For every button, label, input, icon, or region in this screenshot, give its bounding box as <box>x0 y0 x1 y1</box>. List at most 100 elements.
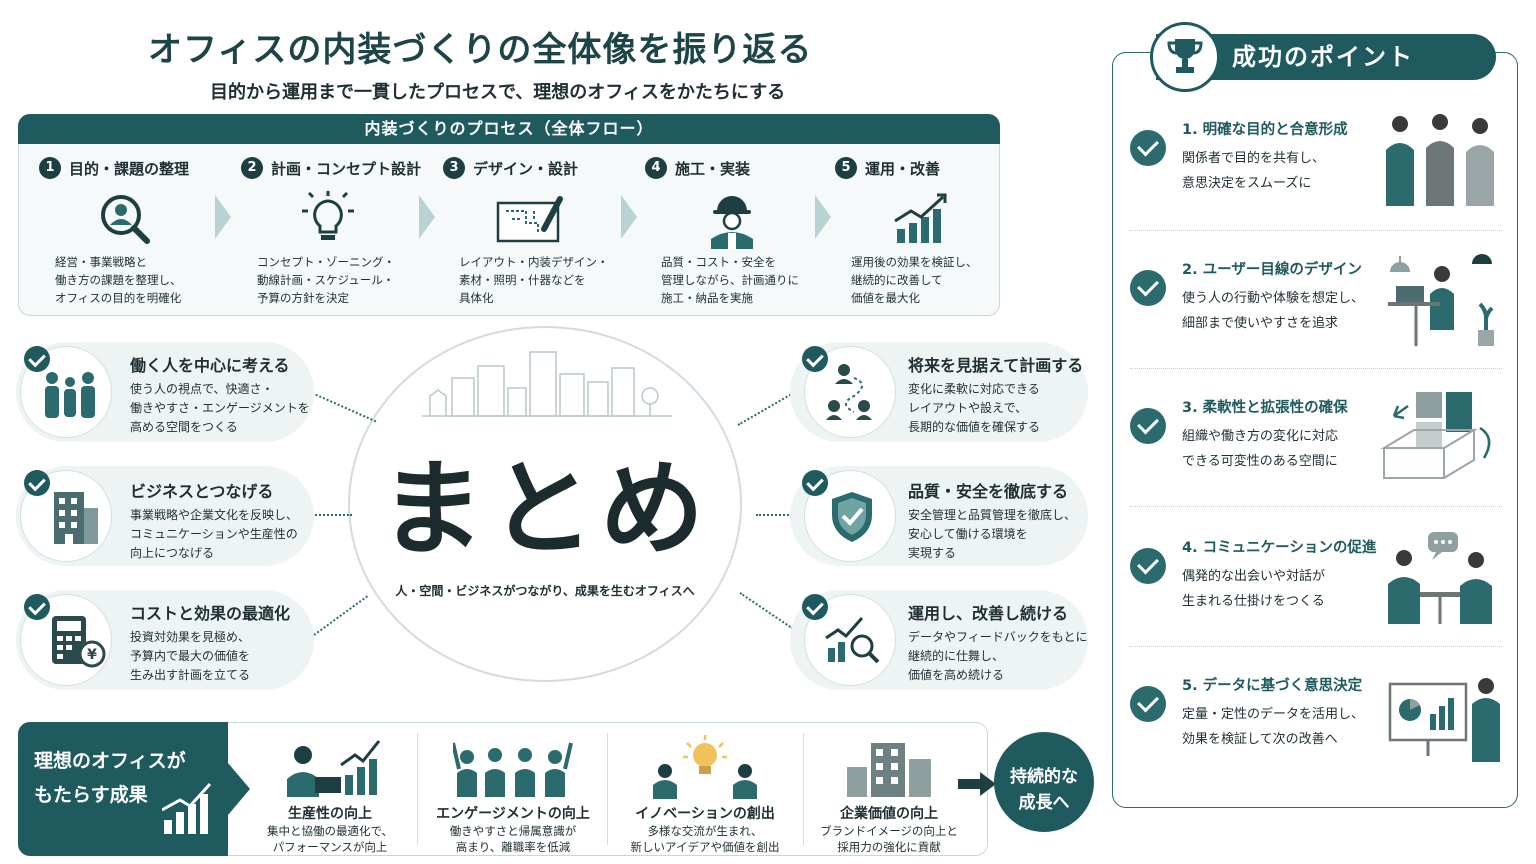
step-arrow <box>419 195 435 239</box>
step-title: 目的・課題の整理 <box>69 159 190 178</box>
success-point-4: 4. コミュニケーションの促進 偶発的な出会いや対話が 生まれる仕掛けをつくる <box>1130 528 1504 654</box>
svg-text:¥: ¥ <box>87 647 97 663</box>
connector-line <box>313 595 368 636</box>
divider <box>1130 230 1502 231</box>
check-icon <box>24 346 50 372</box>
result-title: 企業価値の向上 <box>840 806 938 822</box>
conversation-icon <box>1388 532 1492 624</box>
page-subtitle: 目的から運用まで一貫したプロセスで、理想のオフィスをかたちにする <box>210 82 786 103</box>
success-point-3: 3. 柔軟性と拡張性の確保 組織や働き方の変化に対応 できる可変性のある空間に <box>1130 388 1504 514</box>
step-arrow <box>815 195 831 239</box>
step-arrow <box>621 195 637 239</box>
point-title: 2. ユーザー目線のデザイン <box>1182 262 1362 278</box>
summary-card-people: 働く人を中心に考える 使う人の視点で、快適さ・ 働きやすさ・エンゲージメントを … <box>16 342 314 442</box>
divider <box>1130 368 1502 369</box>
success-point-2: 2. ユーザー目線のデザイン 使う人の行動や体験を想定し、 細部まで使いやすさを… <box>1130 250 1504 376</box>
result-innovation: イノベーションの創出 多様な交流が生まれ、 新しいアイデアや価値を創出 <box>615 731 795 855</box>
point-title: 4. コミュニケーションの促進 <box>1182 540 1377 556</box>
step-description: 運用後の効果を検証し、 継続的に改善して 価値を最大化 <box>851 255 978 305</box>
lightbulb-icon <box>302 191 354 240</box>
process-step-3: 3 デザイン・設計 レイアウト・内装デザイン・ 素材・照明・什器などを 具体化 <box>431 153 627 313</box>
step-title: 計画・コンセプト設計 <box>271 159 422 178</box>
result-description: ブランドイメージの向上と 採用力の強化に貢献 <box>820 824 958 854</box>
check-icon <box>802 594 828 620</box>
point-description: 偶発的な出会いや対話が 生まれる仕掛けをつくる <box>1182 569 1326 609</box>
worker-laptop-chart-icon <box>287 740 381 797</box>
point-title: 3. 柔軟性と拡張性の確保 <box>1182 400 1348 416</box>
person-desk-icon <box>1388 254 1494 346</box>
summary-center-circle: まとめ 人・空間・ビジネスがつながり、成果を生むオフィスへ <box>348 326 742 682</box>
city-skyline-icon <box>422 351 672 417</box>
check-icon <box>1130 130 1166 166</box>
step-title: 施工・実装 <box>675 159 751 178</box>
card-description: 事業戦略や企業文化を反映し、 コミュニケーションや生産性の 向上につなげる <box>130 508 299 560</box>
process-header: 内装づくりのプロセス（全体フロー） <box>18 114 1000 144</box>
card-title: 将来を見据えて計画する <box>908 356 1084 375</box>
cheering-team-icon <box>453 742 573 797</box>
summary-card-quality: 品質・安全を徹底する 安全管理と品質管理を徹底し、 安心して働ける環境を 実現す… <box>790 466 1088 566</box>
card-title: ビジネスとつなげる <box>130 482 274 501</box>
divider <box>607 733 608 845</box>
card-title: 品質・安全を徹底する <box>908 482 1069 501</box>
step-title: デザイン・設計 <box>473 159 579 178</box>
worker-helmet-icon <box>711 196 753 249</box>
step-number: 2 <box>241 157 263 179</box>
point-title: 5. データに基づく意思決定 <box>1182 678 1363 694</box>
divider <box>417 733 418 845</box>
divider <box>803 733 804 845</box>
results-panel: 理想のオフィスが もたらす成果 生産性の向上 集中と協働の最適化で、 パフォーマ… <box>18 722 988 856</box>
result-engagement: エンゲージメントの向上 働きやすさと帰属意識が 高まり、離職率を低減 <box>423 731 603 855</box>
arrow-right-icon <box>958 772 996 796</box>
step-number: 1 <box>39 157 61 179</box>
check-icon <box>1130 408 1166 444</box>
check-icon <box>802 470 828 496</box>
result-title: イノベーションの創出 <box>635 806 775 822</box>
divider <box>1130 506 1502 507</box>
results-lead-text: 理想のオフィスが もたらす成果 <box>34 750 186 806</box>
shield-check-icon <box>832 492 872 542</box>
step-number: 5 <box>835 157 857 179</box>
step-description: レイアウト・内装デザイン・ 素材・照明・什器などを 具体化 <box>459 255 609 305</box>
summary-card-cost: ¥ コストと効果の最適化 投資対効果を見極め、 予算内で最大の価値を 生み出す計… <box>16 590 314 690</box>
data-presentation-icon <box>1388 678 1500 762</box>
company-buildings-icon <box>847 743 931 797</box>
process-step-1: 1 目的・課題の整理 経営・事業戦略と 働き方の課題を整理し、 オフィスの目的を明… <box>27 153 223 313</box>
trophy-icon <box>1167 39 1203 73</box>
summary-tagline: 人・空間・ビジネスがつながり、成果を生むオフィスへ <box>395 584 695 598</box>
connector-line <box>737 392 794 426</box>
growth-bars-icon <box>162 782 212 834</box>
result-corporate-value: 企業価値の向上 ブランドイメージの向上と 採用力の強化に貢献 <box>809 731 969 855</box>
step-description: コンセプト・ゾーニング・ 動線計画・スケジュール・ 予算の方針を決定 <box>257 255 395 305</box>
three-people-icon <box>1386 114 1494 206</box>
blueprint-pencil-icon <box>496 196 563 243</box>
result-productivity: 生産性の向上 集中と協働の最適化で、 パフォーマンスが向上 <box>249 731 411 855</box>
process-panel: 内装づくりのプロセス（全体フロー） 1 目的・課題の整理 経営・事業戦略と 働き方… <box>18 114 1000 316</box>
result-description: 働きやすさと帰属意識が 高まり、離職率を低減 <box>449 824 577 854</box>
success-point-1: 1. 明確な目的と合意形成 関係者で目的を共有し、 意思決定をスムーズに <box>1130 110 1504 236</box>
person-path-icon <box>826 364 872 420</box>
connector-line <box>311 392 377 423</box>
point-description: 組織や働き方の変化に対応 できる可変性のある空間に <box>1182 429 1339 469</box>
check-icon <box>1130 270 1166 306</box>
step-number: 3 <box>443 157 465 179</box>
connector-line <box>756 514 796 516</box>
result-description: 多様な交流が生まれ、 新しいアイデアや価値を創出 <box>630 824 780 854</box>
idea-people-icon <box>653 735 757 799</box>
page-title: オフィスの内装づくりの全体像を振り返る <box>148 30 813 70</box>
success-point-5: 5. データに基づく意思決定 定量・定性のデータを活用し、 効果を検証して次の改… <box>1130 666 1504 792</box>
result-title: 生産性の向上 <box>288 806 372 822</box>
card-description: 投資対効果を見極め、 予算内で最大の価値を 生み出す計画を立てる <box>130 630 251 682</box>
card-description: 使う人の視点で、快適さ・ 働きやすさ・エンゲージメントを 高める空間をつくる <box>130 382 310 434</box>
card-title: 働く人を中心に考える <box>130 356 290 375</box>
result-title: エンゲージメントの向上 <box>436 806 590 822</box>
search-person-icon <box>101 195 150 244</box>
results-lead: 理想のオフィスが もたらす成果 <box>18 722 228 856</box>
step-description: 経営・事業戦略と 働き方の課題を整理し、 オフィスの目的を明確化 <box>55 255 182 305</box>
trophy-badge <box>1150 22 1220 92</box>
people-group-icon <box>45 372 95 418</box>
check-icon <box>24 470 50 496</box>
step-number: 4 <box>645 157 667 179</box>
connector-line <box>739 592 794 630</box>
check-icon <box>802 346 828 372</box>
